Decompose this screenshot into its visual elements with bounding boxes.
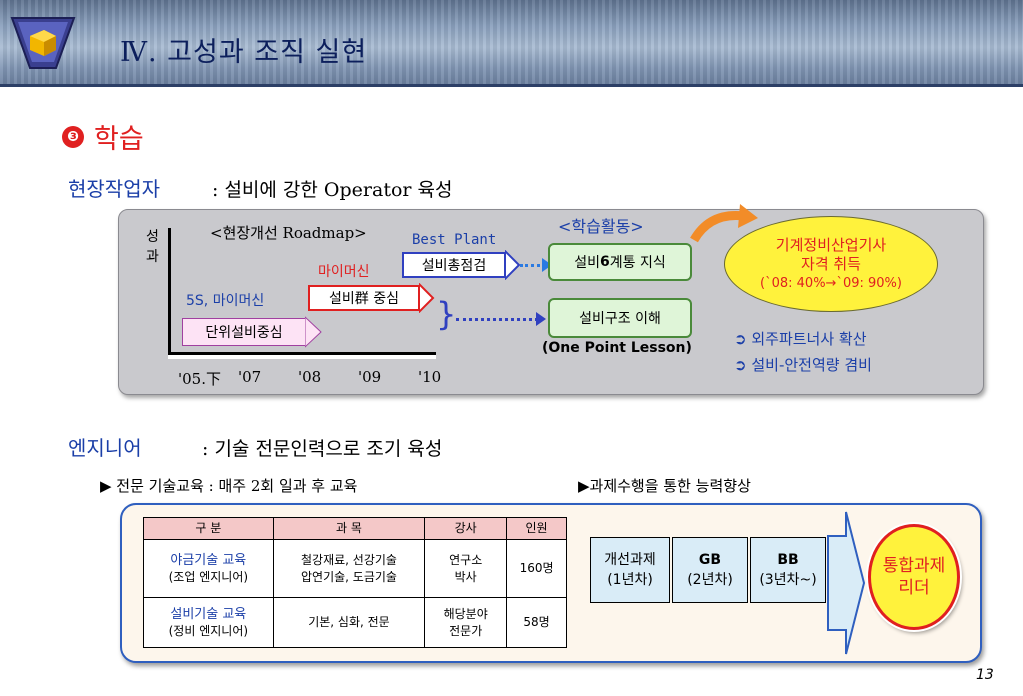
engineer-label: 엔지니어	[68, 436, 142, 460]
table-cell: 해당분야 전문가	[424, 597, 508, 648]
header-band	[0, 0, 1023, 86]
stage-improvement: 개선과제 (1년차)	[590, 537, 670, 603]
step-arrow-icon	[305, 316, 322, 348]
step-arrow-icon	[419, 283, 435, 313]
division-sub: (정비 엔지니어)	[168, 623, 249, 638]
certification-line: 기계정비산업기사	[775, 235, 887, 254]
stage-title: 개선과제	[604, 552, 656, 568]
roadmap-title: <현장개선 Roadmap>	[210, 224, 367, 242]
connector-arrowhead-icon	[542, 258, 552, 272]
certification-ellipse: 기계정비산업기사 자격 취득 (`08: 40%→`09: 90%)	[724, 216, 938, 312]
stage-title: GB	[698, 552, 722, 568]
dotted-connector	[520, 264, 546, 267]
header-texture	[0, 0, 1023, 86]
stage-bb: BB (3년차~)	[750, 537, 826, 603]
y-axis-line	[168, 228, 171, 354]
curved-arrow-icon	[690, 204, 758, 243]
step-caption: 5S, 마이머신	[186, 293, 265, 309]
dotted-connector	[456, 318, 538, 321]
teacher-line: 해당분야	[443, 606, 488, 621]
page-title: Ⅳ. 고성과 조직 실현	[120, 37, 368, 68]
table-header: 강사	[424, 517, 508, 540]
certification-line: 자격 취득	[801, 254, 861, 273]
step-arrow-icon	[505, 250, 521, 280]
step-caption: 마이머신	[318, 264, 370, 280]
section-title: 학습	[94, 124, 144, 155]
stage-title: BB	[777, 552, 799, 568]
division-name: 설비기술 교육	[170, 606, 247, 622]
engineer-description: : 기술 전문인력으로 조기 육성	[202, 438, 443, 460]
activity-title: <학습활동>	[558, 217, 644, 236]
x-tick: '08	[298, 368, 322, 386]
step-caption-best-plant: Best Plant	[412, 232, 497, 248]
progression-arrow-icon	[827, 511, 866, 655]
education-table: 구 분 과 목 강사 인원 야금기술 교육 (조업 엔지니어) 철강재료, 선강…	[143, 517, 567, 648]
engineer-note-right: ▶과제수행을 통한 능력향상	[578, 477, 751, 495]
page-number: 13	[976, 667, 994, 683]
subject-line: 철강재료, 선강기술	[301, 552, 397, 567]
field-worker-description: : 설비에 강한 Operator 육성	[212, 179, 453, 201]
stage-year: (2년차)	[687, 572, 733, 588]
table-cell: 설비기술 교육 (정비 엔지니어)	[143, 597, 274, 648]
teacher-line: 연구소	[449, 552, 483, 567]
brace-icon: }	[436, 295, 457, 333]
teacher-line: 박사	[454, 569, 477, 584]
arrow-bullet-icon: ➲	[734, 356, 752, 374]
activity-text-bold: 6	[600, 254, 610, 270]
table-cell: 연구소 박사	[424, 539, 508, 598]
roadmap-step-equipment-inspection: 설비총점검	[402, 252, 506, 278]
activity-text: 설비	[574, 255, 601, 271]
cube-logo-icon	[10, 17, 76, 69]
one-point-lesson: (One Point Lesson)	[542, 340, 692, 356]
certification-rate: (`08: 40%→`09: 90%)	[760, 275, 902, 291]
table-cell: 철강재료, 선강기술 압연기술, 도금기술	[272, 539, 426, 598]
y-axis-label: 성	[146, 229, 159, 245]
teacher-line: 전문가	[449, 623, 483, 638]
engineer-note-left: ▶ 전문 기술교육 : 매주 2회 일과 후 교육	[100, 477, 358, 495]
stage-year: (3년차~)	[759, 572, 817, 588]
connector-arrowhead-icon	[536, 312, 546, 326]
table-header-row: 구 분 과 목 강사 인원	[143, 517, 567, 540]
stage-year: (1년차)	[607, 572, 653, 588]
goal-circle: 통합과제 리더	[868, 524, 960, 630]
goal-line: 통합과제	[882, 556, 946, 576]
x-tick: '05.下	[178, 370, 221, 388]
subject-line: 압연기술, 도금기술	[301, 569, 397, 584]
y-axis-label: 과	[146, 249, 159, 265]
table-header: 인원	[506, 517, 567, 540]
division-name: 야금기술 교육	[170, 552, 247, 568]
division-sub: (조업 엔지니어)	[168, 569, 249, 584]
roadmap-step-equipment-group: 설비群 중심	[308, 285, 420, 311]
table-cell: 기본, 심화, 전문	[272, 597, 426, 648]
activity-structure-understanding: 설비구조 이해	[548, 298, 692, 338]
subject-line: 기본, 심화, 전문	[308, 615, 390, 629]
x-tick: '07	[238, 368, 262, 386]
x-tick: '10	[418, 368, 442, 386]
bullet-text: 설비-안전역량 겸비	[751, 356, 872, 374]
header-divider	[0, 84, 1023, 87]
roadmap-step-unit-equipment: 단위설비중심	[182, 318, 306, 346]
bullet-item: ➲ 설비-안전역량 겸비	[734, 354, 872, 375]
bullet-text: 외주파트너사 확산	[751, 330, 867, 348]
table-row: 설비기술 교육 (정비 엔지니어) 기본, 심화, 전문 해당분야 전문가 58…	[143, 597, 567, 648]
table-header: 구 분	[143, 517, 274, 540]
x-tick: '09	[358, 368, 382, 386]
arrow-bullet-icon: ➲	[734, 330, 752, 348]
stage-gb: GB (2년차)	[672, 537, 748, 603]
table-cell: 야금기술 교육 (조업 엔지니어)	[143, 539, 274, 598]
x-axis-shadow	[168, 355, 436, 359]
activity-text: 계통 지식	[609, 255, 666, 271]
section-number-badge: ❸	[62, 126, 84, 148]
table-cell: 58명	[506, 597, 567, 648]
table-row: 야금기술 교육 (조업 엔지니어) 철강재료, 선강기술 압연기술, 도금기술 …	[143, 539, 567, 598]
x-axis-line	[168, 352, 436, 355]
table-header: 과 목	[272, 517, 426, 540]
table-cell: 160명	[506, 539, 567, 598]
bullet-item: ➲ 외주파트너사 확산	[734, 328, 867, 349]
field-worker-label: 현장작업자	[68, 177, 160, 201]
goal-line: 리더	[898, 578, 930, 598]
